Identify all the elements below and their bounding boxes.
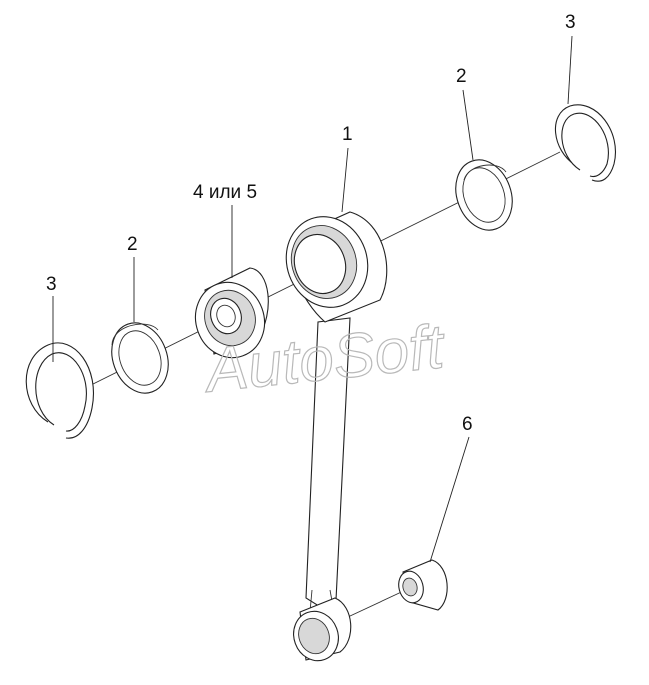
retaining-ring-left xyxy=(25,342,94,439)
connecting-rod xyxy=(285,211,388,662)
leader-2-right xyxy=(462,89,474,161)
callout-2-right: 2 xyxy=(456,66,467,87)
washer-left xyxy=(111,322,169,394)
bushing xyxy=(398,559,448,611)
leader-1 xyxy=(341,147,349,213)
leader-3-right xyxy=(567,35,573,105)
retaining-ring-right xyxy=(555,104,616,182)
callout-3-right: 3 xyxy=(565,12,576,33)
washer-right xyxy=(455,159,513,231)
bearing xyxy=(194,267,269,359)
callout-4-or-5: 4 или 5 xyxy=(193,182,257,203)
callout-6: 6 xyxy=(462,414,473,435)
leader-6 xyxy=(429,436,470,563)
callout-3-left: 3 xyxy=(46,274,57,295)
callout-1: 1 xyxy=(342,124,353,145)
callout-2-left: 2 xyxy=(127,234,138,255)
